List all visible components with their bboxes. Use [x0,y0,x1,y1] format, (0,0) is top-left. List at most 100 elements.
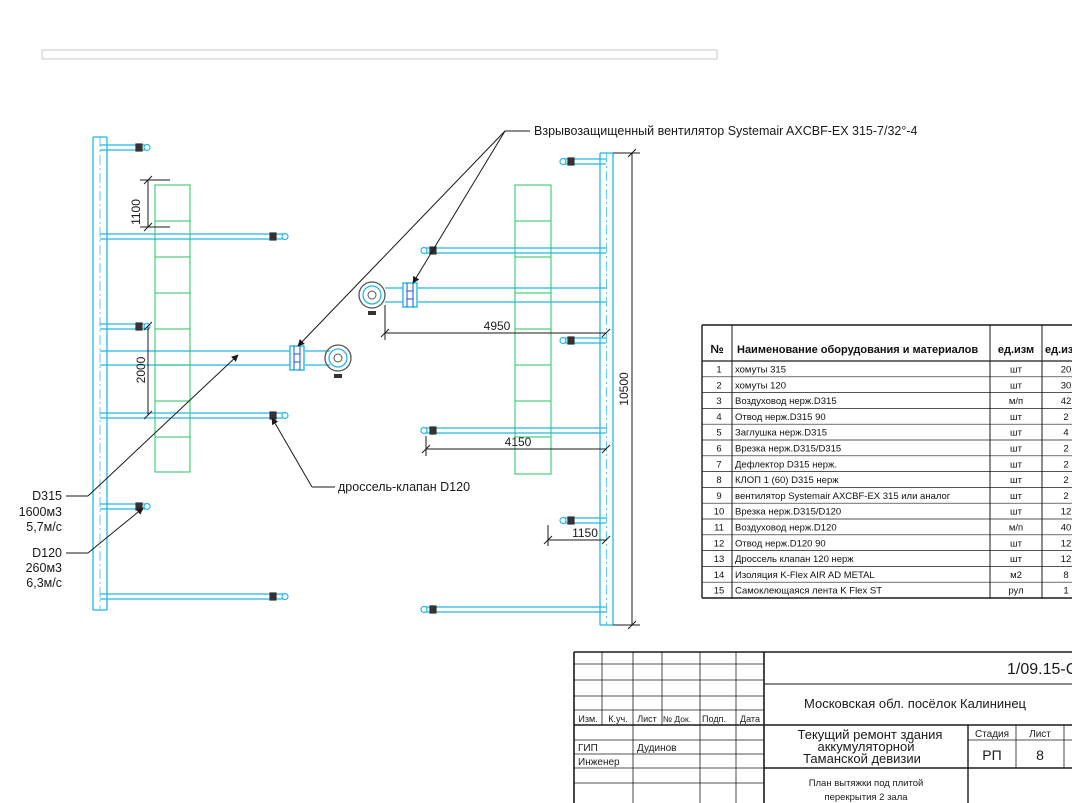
spec-row-qty: 20 [1061,365,1072,376]
spec-row-qty: 8 [1063,570,1068,581]
right-branch-4 [420,426,606,435]
stage-header: Стадия [975,729,1009,740]
spec-row-name: Дефлектор D315 нерж. [735,459,837,470]
sheet-title-line-2: перекрытия 2 зала [824,792,908,803]
spec-row-qty: 30 [1061,380,1072,391]
location: Московская обл. посёлок Калининец [804,696,1027,711]
spec-row-num: 6 [716,444,721,455]
spec-row-unit: шт [1010,459,1023,470]
spec-row-num: 7 [716,459,721,470]
branch-duct-flow: 260м3 [26,561,62,575]
sheet-title-line-1: План вытяжки под плитой [809,778,924,789]
right-fan-branch [385,287,606,303]
damper-callout-label: дроссель-клапан D120 [338,480,470,494]
spec-row-num: 9 [716,491,721,502]
dimension-10500 [613,148,640,630]
spec-row-num: 1 [716,365,721,376]
spec-row-name: хомуты 315 [735,365,786,376]
dimension-1150 [543,525,611,546]
branch-duct-leader [66,507,144,554]
spec-row-name: Воздуховод нерж.D120 [735,523,837,534]
dimension-2000 [143,321,153,420]
right-branch-1 [559,157,606,166]
spec-row-name: вентилятор Systemair AXCBF-EX 315 или ан… [735,491,951,502]
stage-value: РП [982,747,1001,763]
spec-row-name: КЛОП 1 (60) D315 нерж [735,475,839,486]
spec-row-qty: 2 [1063,412,1068,423]
col-header-podp: Подп. [702,714,726,724]
right-branch-6 [420,605,606,614]
spec-row-qty: 4 [1063,428,1068,439]
role-gip: ГИП [578,743,598,754]
dimension-2000-label: 2000 [134,356,148,383]
fan-callout-leader [297,130,530,347]
left-branch-1 [100,143,151,152]
left-branch-4 [100,411,289,420]
main-duct-leader [66,354,239,497]
branch-duct-speed: 6,3м/с [26,576,62,590]
left-support-column [154,184,191,473]
spec-row-unit: шт [1010,554,1023,565]
spec-row-unit: рул [1008,586,1023,597]
main-duct-flow: 1600м3 [19,505,62,519]
doc-code: 1/09.15-С [1007,661,1072,678]
right-main-duct [599,152,614,626]
title-block [573,651,1072,803]
spec-row-unit: шт [1010,538,1023,549]
spec-row-qty: 2 [1063,444,1068,455]
spec-row-qty: 2 [1063,491,1068,502]
fan-callout-label: Взрывозащищенный вентилятор Systemair AX… [534,124,918,138]
right-branch-2 [420,246,606,255]
col-header-data: Дата [740,714,760,724]
spec-row-num: 8 [716,475,721,486]
left-fan [289,344,352,378]
right-branch-3 [559,336,606,345]
spec-row-unit: шт [1010,475,1023,486]
spec-row-name: Врезка нерж.D315/D315 [735,444,841,455]
spec-row-num: 4 [716,412,721,423]
right-support-column [514,184,552,475]
spec-row-name: Заглушка нерж.D315 [735,428,827,439]
project-line-2: аккумуляторной [818,739,915,754]
spec-row-name: Врезка нерж.D315/D120 [735,507,841,518]
dimension-1150-label: 1150 [572,526,598,540]
sheet-header: Лист [1029,729,1051,740]
spec-row-unit: шт [1010,428,1023,439]
spec-header-unit: ед.изм [998,344,1034,356]
spec-row-num: 14 [714,570,725,581]
spec-row-name: Самоклеющаяся лента K Flex ST [735,586,882,597]
right-fan [358,281,418,315]
spec-header-qty: ед.из [1045,344,1072,356]
spec-row-qty: 2 [1063,475,1068,486]
spec-header-name: Наименование оборудования и материалов [737,344,978,356]
dimension-1100-label: 1100 [129,199,143,225]
spec-row-unit: м2 [1010,570,1022,581]
spec-row-name: Воздуховод нерж.D315 [735,396,837,407]
role-gip-name: Дудинов [637,743,676,754]
spec-row-qty: 2 [1063,459,1068,470]
right-branch-5 [559,516,606,525]
damper-callout-leader [271,417,335,488]
spec-row-qty: 1 [1063,586,1068,597]
main-duct-size: D315 [32,489,62,503]
spec-row-qty: 42 [1061,396,1072,407]
project-line-3: Таманской девизии [803,751,921,766]
spec-row-num: 3 [716,396,721,407]
spec-row-name: хомуты 120 [735,380,786,391]
spec-row-name: Изоляция K-Flex AIR AD METAL [735,570,875,581]
spec-row-name: Отвод нерж.D120 90 [735,538,826,549]
left-branch-2 [100,232,289,241]
spec-row-num: 2 [716,380,721,391]
spec-row-name: Дроссель клапан 120 нерж [735,554,854,565]
spec-row-unit: шт [1010,444,1023,455]
spec-row-unit: шт [1010,365,1023,376]
col-header-ndok: № Док. [663,714,691,724]
dimension-10500-label: 10500 [617,372,631,406]
spec-row-num: 12 [714,538,725,549]
left-fan-branch [100,350,330,366]
spec-row-name: Отвод нерж.D315 90 [735,412,826,423]
dimension-4950-label: 4950 [484,319,511,333]
left-branch-6 [100,592,289,601]
